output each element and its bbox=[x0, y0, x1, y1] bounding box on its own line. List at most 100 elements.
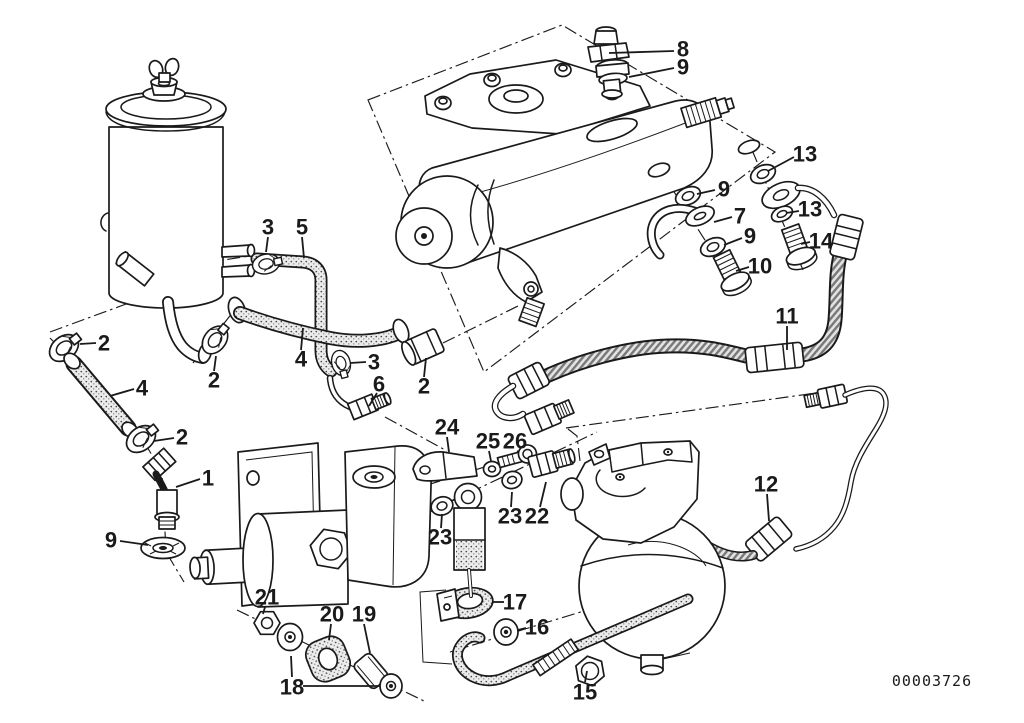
pump-mounting-parts bbox=[253, 610, 403, 699]
leader-line-12 bbox=[766, 493, 770, 522]
callout-label-20-28: 20 bbox=[320, 602, 344, 627]
pressure-switch bbox=[587, 26, 630, 99]
leader-line-24 bbox=[446, 436, 450, 453]
pressure-accumulator bbox=[560, 440, 726, 676]
bolt-26 bbox=[496, 444, 538, 469]
leader-line-13 bbox=[785, 210, 800, 214]
callout-label-15-23: 15 bbox=[573, 680, 597, 705]
leader-line-2 bbox=[213, 355, 217, 372]
spacer-sleeve-19 bbox=[353, 652, 389, 690]
callout-label-9-13: 9 bbox=[677, 55, 689, 80]
leader-line-2 bbox=[79, 342, 97, 345]
union-nut-2 bbox=[400, 328, 445, 366]
hose-11-crimp bbox=[829, 213, 864, 261]
hex-nut-21 bbox=[253, 610, 281, 636]
bracket-and-fittings bbox=[412, 444, 576, 598]
leader-line-16 bbox=[517, 627, 527, 631]
bracket-24 bbox=[412, 451, 478, 482]
pitman-arm bbox=[497, 247, 545, 328]
pressure-hose-11 bbox=[491, 213, 864, 436]
callout-label-1-0: 1 bbox=[202, 466, 214, 491]
leader-line-13 bbox=[767, 156, 795, 172]
callout-label-4-7: 4 bbox=[136, 376, 149, 401]
callout-label-8-12: 8 bbox=[677, 37, 689, 62]
suction-hose-4-long bbox=[227, 296, 445, 366]
suction-fitting-1 bbox=[142, 447, 180, 530]
reservoir-nipple-upper bbox=[221, 244, 252, 258]
washer-25 bbox=[482, 460, 502, 478]
leader-line-26 bbox=[516, 450, 520, 453]
callout-label-11-18: 11 bbox=[775, 304, 798, 329]
leader-line-9 bbox=[119, 540, 149, 546]
leader-line-14 bbox=[800, 241, 811, 245]
callout-label-2-3: 2 bbox=[208, 368, 220, 393]
hose-11-end-nut bbox=[523, 399, 575, 436]
callout-label-3-5: 3 bbox=[262, 215, 274, 240]
callout-label-23-32: 23 bbox=[498, 504, 522, 529]
leader-line-21 bbox=[262, 606, 266, 615]
eye-bolt-pipe bbox=[453, 482, 486, 598]
callout-label-23-31: 23 bbox=[428, 525, 452, 550]
reservoir-nipple-lower bbox=[221, 264, 252, 278]
callout-label-4-8: 4 bbox=[295, 347, 308, 372]
callout-label-5-9: 5 bbox=[296, 215, 308, 240]
leader-line-1 bbox=[175, 478, 201, 488]
leader-line-7 bbox=[713, 216, 733, 223]
leader-line-25 bbox=[488, 450, 492, 462]
callout-label-9-16: 9 bbox=[105, 528, 117, 553]
leader-line-19 bbox=[363, 623, 371, 654]
callout-label-2-4: 2 bbox=[418, 374, 430, 399]
callout-label-26-35: 26 bbox=[503, 429, 527, 454]
callout-label-12-19: 12 bbox=[754, 472, 778, 497]
power-steering-pump bbox=[189, 442, 432, 608]
washer-18b bbox=[379, 673, 403, 699]
suction-hose-5 bbox=[249, 250, 392, 421]
elbow-fitting-6 bbox=[326, 374, 392, 421]
leader-line-6 bbox=[368, 392, 378, 407]
wing-screw bbox=[148, 57, 180, 83]
bolt-15 bbox=[532, 638, 605, 687]
leader-line-18 bbox=[290, 655, 293, 678]
callout-label-13-20: 13 bbox=[793, 142, 817, 167]
leader-line-4 bbox=[300, 327, 304, 351]
callout-label-16-24: 16 bbox=[525, 615, 549, 640]
leader-line-8 bbox=[608, 50, 675, 54]
leader-line-4 bbox=[109, 388, 135, 397]
rubber-bushing-20 bbox=[304, 635, 352, 683]
seal-washer-13a bbox=[746, 160, 780, 188]
leader-line-20 bbox=[328, 623, 332, 641]
leader-line-5 bbox=[301, 236, 305, 259]
fitting-22 bbox=[527, 448, 576, 478]
callout-label-19-27: 19 bbox=[352, 602, 376, 627]
return-pipe-assembly bbox=[436, 586, 694, 687]
washer-23a bbox=[430, 495, 454, 517]
washer-16 bbox=[493, 618, 519, 646]
callout-label-2-2: 2 bbox=[176, 425, 188, 450]
leader-line-9 bbox=[628, 67, 675, 78]
callout-label-9-15: 9 bbox=[744, 224, 756, 249]
callout-label-22-30: 22 bbox=[525, 504, 549, 529]
pump-hex-plug bbox=[309, 528, 353, 570]
leader-line-23 bbox=[440, 513, 443, 529]
callout-label-9-14: 9 bbox=[718, 177, 730, 202]
leader-line-3 bbox=[349, 361, 367, 364]
leader-line-23 bbox=[510, 491, 513, 508]
hose-11-coupling bbox=[744, 341, 805, 374]
return-pipe-7-eye bbox=[685, 205, 715, 227]
line-12-nut bbox=[803, 383, 849, 409]
pipe-clamp-17 bbox=[436, 586, 494, 622]
callout-label-3-6: 3 bbox=[368, 350, 380, 375]
leader-line-22 bbox=[539, 481, 547, 508]
leader-line-9 bbox=[723, 237, 743, 246]
callout-label-25-34: 25 bbox=[476, 429, 500, 454]
callout-label-2-1: 2 bbox=[98, 331, 110, 356]
callout-label-7-11: 7 bbox=[734, 204, 746, 229]
callout-label-10-17: 10 bbox=[748, 254, 772, 279]
callout-label-21-29: 21 bbox=[255, 585, 279, 610]
callout-label-14-22: 14 bbox=[809, 229, 834, 254]
return-pipe-stack bbox=[646, 182, 755, 301]
diagram-id: 00003726 bbox=[892, 672, 972, 690]
leader-line-2 bbox=[153, 437, 175, 442]
steering-gear bbox=[395, 59, 761, 328]
